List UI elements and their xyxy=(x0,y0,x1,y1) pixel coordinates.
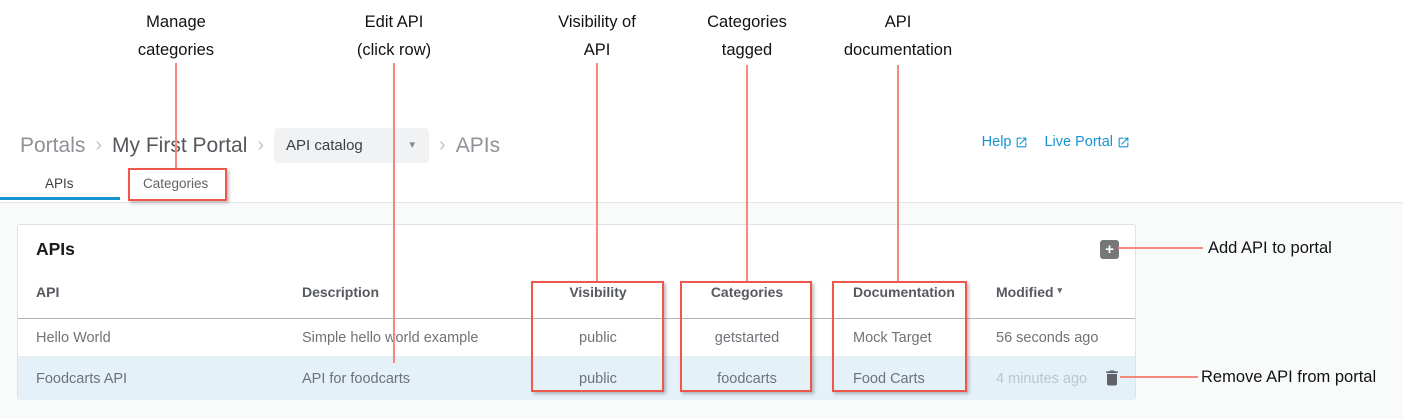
remove-api-button[interactable] xyxy=(1102,368,1122,388)
tab-categories[interactable]: Categories xyxy=(143,176,209,191)
annotation-edit-api: Edit API (click row) xyxy=(356,13,432,59)
cell-api-name: Hello World xyxy=(36,329,111,346)
callout-line-edit-api xyxy=(393,63,395,363)
cell-modified: 4 minutes ago xyxy=(996,370,1088,387)
callout-line-categories xyxy=(746,65,748,281)
annotation-api-documentation: API documentation xyxy=(843,13,953,59)
breadcrumb: Portals › My First Portal › API catalog … xyxy=(20,128,500,163)
catalog-dropdown[interactable]: API catalog ▾ xyxy=(274,128,430,163)
help-link[interactable]: Help xyxy=(982,134,1029,150)
callout-line-documentation xyxy=(897,65,899,281)
breadcrumb-current: APIs xyxy=(455,133,501,157)
column-header-api: API xyxy=(36,283,60,300)
external-link-icon xyxy=(1017,137,1027,147)
cell-description: API for foodcarts xyxy=(302,370,410,387)
column-header-modified-label: Modified xyxy=(996,283,1054,300)
callout-line-remove-api xyxy=(1120,376,1198,378)
callout-line-add-api xyxy=(1118,247,1203,249)
header-links: Help Live Portal xyxy=(982,134,1130,150)
cell-modified: 56 seconds ago xyxy=(996,329,1099,346)
column-header-description: Description xyxy=(302,283,380,300)
column-header-visibility: Visibility xyxy=(569,283,627,300)
cell-visibility: public xyxy=(579,370,617,387)
chevron-down-icon: ▾ xyxy=(409,139,416,151)
active-tab-underline xyxy=(0,197,120,200)
table-header-row: API Description Visibility Categories Do… xyxy=(18,265,1135,319)
external-link-icon xyxy=(1118,137,1129,147)
cell-visibility: public xyxy=(579,329,617,346)
live-portal-link[interactable]: Live Portal xyxy=(1044,134,1130,150)
cell-documentation: Food Carts xyxy=(853,370,925,387)
add-api-button[interactable]: + xyxy=(1100,240,1119,259)
annotation-remove-api: Remove API from portal xyxy=(1201,368,1377,386)
table-row[interactable]: Hello World Simple hello world example p… xyxy=(18,319,1135,357)
catalog-dropdown-value: API catalog xyxy=(286,137,363,154)
breadcrumb-portal-name[interactable]: My First Portal xyxy=(112,133,248,157)
annotation-manage-categories: Manage categories xyxy=(137,13,215,59)
breadcrumb-separator: › xyxy=(439,134,446,156)
column-header-documentation: Documentation xyxy=(853,283,955,300)
annotation-add-api: Add API to portal xyxy=(1208,239,1332,257)
column-header-modified[interactable]: Modified ▾ xyxy=(996,265,1131,318)
breadcrumb-separator: › xyxy=(257,134,265,156)
tabbar-divider xyxy=(0,202,1403,203)
breadcrumb-separator: › xyxy=(95,134,103,156)
cell-categories: foodcarts xyxy=(717,370,777,387)
live-portal-link-label: Live Portal xyxy=(1044,134,1113,150)
callout-line-visibility xyxy=(596,63,598,281)
breadcrumb-portals[interactable]: Portals xyxy=(20,133,86,157)
trash-icon xyxy=(1106,370,1118,386)
tab-apis[interactable]: APIs xyxy=(45,176,74,191)
cell-documentation: Mock Target xyxy=(853,329,932,346)
card-title: APIs xyxy=(36,239,75,259)
cell-categories: getstarted xyxy=(714,329,780,346)
cell-description: Simple hello world example xyxy=(302,329,479,346)
cell-api-name: Foodcarts API xyxy=(36,370,128,387)
annotation-categories-tagged: Categories tagged xyxy=(707,13,787,59)
callout-line-manage-categories xyxy=(175,63,177,168)
annotation-visibility-of-api: Visibility of API xyxy=(558,13,636,59)
apis-card: APIs + API Description Visibility Catego… xyxy=(17,224,1136,400)
help-link-label: Help xyxy=(981,134,1012,150)
sort-descending-icon: ▾ xyxy=(1057,285,1063,295)
column-header-categories: Categories xyxy=(710,283,784,300)
table-row-highlighted[interactable]: Foodcarts API API for foodcarts public f… xyxy=(18,357,1135,400)
